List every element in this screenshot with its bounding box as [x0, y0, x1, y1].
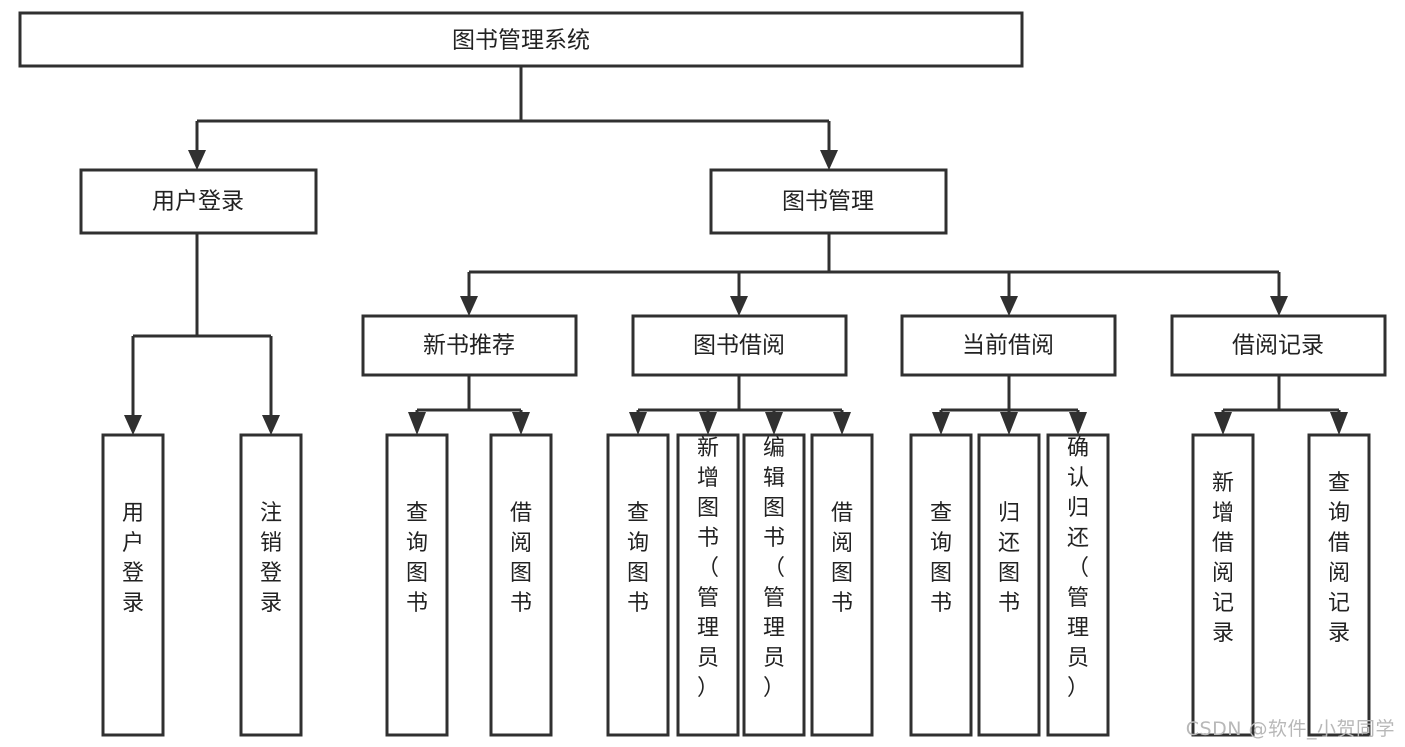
leaf-borrow-record-2-label: 查询借阅记录 [1328, 471, 1350, 646]
arrow-head-level3-1 [460, 296, 478, 316]
leaf-new-book-1-label: 查询图书 [406, 501, 428, 616]
leaf-current-borrow-3-box[interactable] [1046, 433, 1110, 737]
leaf-book-borrow-3-box[interactable] [742, 433, 806, 737]
node-root[interactable]: 图书管理系统 [18, 11, 1024, 68]
leaf-borrow-record-1[interactable]: 新增借阅记录 [1191, 433, 1255, 737]
leaf-current-borrow-3[interactable]: 确认归还（管理员） [1046, 433, 1110, 737]
node-current-borrow[interactable]: 当前借阅 [900, 314, 1117, 377]
leaf-borrow-record-1-label: 新增借阅记录 [1212, 471, 1234, 646]
leaf-new-book-1[interactable]: 查询图书 [385, 433, 449, 737]
node-root-label: 图书管理系统 [452, 28, 590, 54]
arrow-head-current-leaf-1 [932, 412, 950, 435]
leaf-current-borrow-1-box[interactable] [909, 433, 973, 737]
leaf-book-borrow-1-label: 查询图书 [627, 501, 649, 616]
connector-group [124, 66, 1348, 435]
leaf-user-login-2-box[interactable] [239, 433, 303, 737]
leaf-book-borrow-4[interactable]: 借阅图书 [810, 433, 874, 737]
leaf-new-book-1-box[interactable] [385, 433, 449, 737]
node-book-management[interactable]: 图书管理 [709, 168, 948, 235]
arrow-head-borrow-leaf-1 [629, 412, 647, 435]
node-book-management-box[interactable] [709, 168, 948, 235]
leaf-current-borrow-2[interactable]: 归还图书 [977, 433, 1041, 737]
node-new-book-recommend-box[interactable] [361, 314, 578, 377]
leaf-new-book-2[interactable]: 借阅图书 [489, 433, 553, 737]
leaf-borrow-record-1-box[interactable] [1191, 433, 1255, 737]
arrow-head-userlogin-leaf-1 [124, 415, 142, 435]
arrow-head-level3-2 [730, 296, 748, 316]
leaf-book-borrow-2[interactable]: 新增图书（管理员） [676, 433, 740, 737]
node-book-borrow[interactable]: 图书借阅 [631, 314, 848, 377]
leaf-new-book-2-box[interactable] [489, 433, 553, 737]
arrow-head-current-leaf-2 [1000, 412, 1018, 435]
node-borrow-record-label: 借阅记录 [1232, 333, 1324, 359]
arrow-head-newbook-leaf-2 [512, 412, 530, 435]
arrow-head-record-leaf-1 [1214, 412, 1232, 435]
leaf-book-borrow-1[interactable]: 查询图书 [606, 433, 670, 737]
leaf-new-book-2-label: 借阅图书 [510, 501, 532, 616]
arrow-head-userlogin [188, 150, 206, 170]
arrow-head-current-leaf-3 [1069, 412, 1087, 435]
arrow-head-level3-4 [1270, 296, 1288, 316]
leaf-user-login-2-label: 注销登录 [260, 501, 282, 616]
node-book-borrow-label: 图书借阅 [693, 333, 785, 359]
leaf-book-borrow-3-label: 编辑图书（管理员） [763, 436, 785, 701]
arrow-head-level3-3 [1000, 296, 1018, 316]
node-current-borrow-label: 当前借阅 [962, 333, 1054, 359]
leaf-book-borrow-4-label: 借阅图书 [831, 501, 853, 616]
node-user-login[interactable]: 用户登录 [79, 168, 318, 235]
leaf-book-borrow-2-label: 新增图书（管理员） [697, 436, 719, 701]
arrow-head-borrow-leaf-2 [699, 412, 717, 435]
leaf-user-login-1-label: 用户登录 [122, 501, 144, 616]
leaf-book-borrow-1-box[interactable] [606, 433, 670, 737]
leaf-book-borrow-2-box[interactable] [676, 433, 740, 737]
leaf-borrow-record-2[interactable]: 查询借阅记录 [1307, 433, 1371, 737]
leaf-book-borrow-4-box[interactable] [810, 433, 874, 737]
leaf-borrow-record-2-box[interactable] [1307, 433, 1371, 737]
leaf-user-login-1[interactable]: 用户登录 [101, 433, 165, 737]
node-new-book-recommend[interactable]: 新书推荐 [361, 314, 578, 377]
leaf-book-borrow-3[interactable]: 编辑图书（管理员） [742, 433, 806, 737]
leaf-current-borrow-1[interactable]: 查询图书 [909, 433, 973, 737]
node-borrow-record-box[interactable] [1170, 314, 1387, 377]
arrow-head-bookmgmt [820, 150, 838, 170]
leaf-current-borrow-2-box[interactable] [977, 433, 1041, 737]
node-book-management-label: 图书管理 [782, 189, 874, 215]
leaf-user-login-1-box[interactable] [101, 433, 165, 737]
node-user-login-box[interactable] [79, 168, 318, 235]
leaf-current-borrow-3-label: 确认归还（管理员） [1067, 436, 1089, 701]
arrow-head-newbook-leaf-1 [408, 412, 426, 435]
node-new-book-recommend-label: 新书推荐 [423, 333, 515, 359]
node-current-borrow-box[interactable] [900, 314, 1117, 377]
leaf-current-borrow-2-label: 归还图书 [998, 501, 1020, 616]
arrow-head-record-leaf-2 [1330, 412, 1348, 435]
node-user-login-label: 用户登录 [152, 189, 244, 215]
leaf-user-login-2[interactable]: 注销登录 [239, 433, 303, 737]
leaf-current-borrow-1-label: 查询图书 [930, 501, 952, 616]
node-root-box[interactable] [18, 11, 1024, 68]
arrow-head-borrow-leaf-3 [765, 412, 783, 435]
arrow-head-borrow-leaf-4 [833, 412, 851, 435]
node-book-borrow-box[interactable] [631, 314, 848, 377]
arrow-head-userlogin-leaf-2 [262, 415, 280, 435]
node-borrow-record[interactable]: 借阅记录 [1170, 314, 1387, 377]
